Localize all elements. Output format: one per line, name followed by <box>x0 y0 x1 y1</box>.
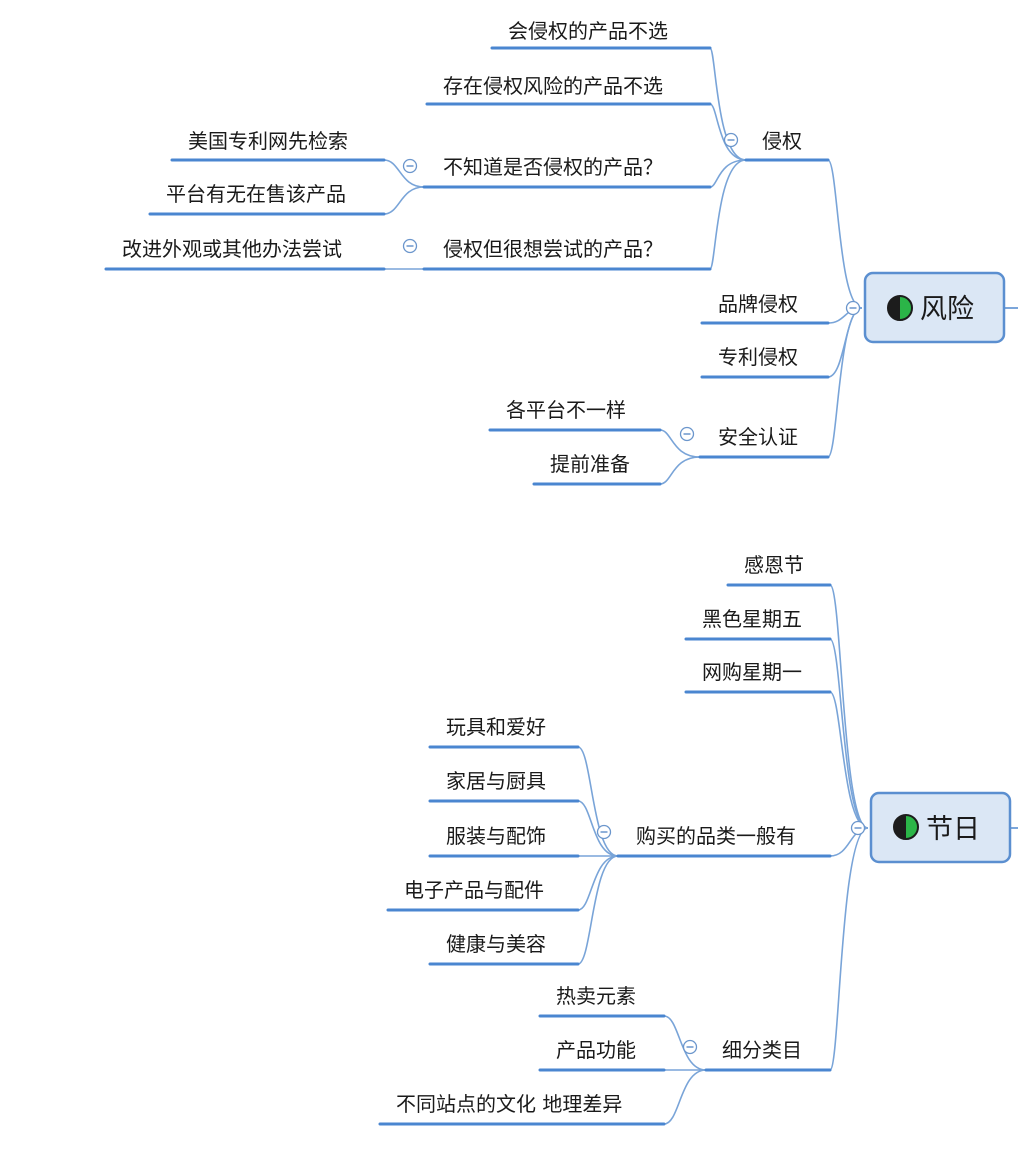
root-label: 风险 <box>920 294 974 325</box>
branch-node-infringement[interactable]: 侵权 <box>744 129 830 162</box>
root-node-risk[interactable]: 风险 <box>863 271 1018 344</box>
node-label: 感恩节 <box>744 553 804 577</box>
root-node-holiday[interactable]: 节日 <box>869 791 1018 864</box>
leaf-node[interactable]: 家居与厨具 <box>428 769 580 803</box>
leaf-node[interactable]: 品牌侵权 <box>700 292 830 325</box>
node-label: 提前准备 <box>550 452 630 476</box>
branch-node[interactable]: 不知道是否侵权的产品？ <box>422 155 712 189</box>
leaf-node[interactable]: 网购星期一 <box>684 660 832 694</box>
leaf-node[interactable]: 健康与美容 <box>428 932 580 966</box>
collapse-toggle-icon[interactable] <box>402 238 418 254</box>
node-label: 网购星期一 <box>702 660 802 684</box>
leaf-node[interactable]: 改进外观或其他办法尝试 <box>104 237 386 271</box>
leaf-node[interactable]: 服装与配饰 <box>428 824 580 858</box>
node-label: 细分类目 <box>722 1038 802 1062</box>
collapse-toggle-icon[interactable] <box>596 824 612 840</box>
node-label: 产品功能 <box>556 1038 636 1062</box>
node-label: 侵权但很想尝试的产品？ <box>443 237 663 261</box>
collapse-toggle-icon[interactable] <box>850 820 866 836</box>
node-label: 改进外观或其他办法尝试 <box>122 237 342 261</box>
node-label: 安全认证 <box>718 425 798 449</box>
progress-pie-icon <box>887 295 913 321</box>
collapse-toggle-icon[interactable] <box>845 300 861 316</box>
collapse-toggle-icon[interactable] <box>723 132 739 148</box>
node-label: 黑色星期五 <box>702 607 802 631</box>
leaf-node[interactable]: 热卖元素 <box>538 984 666 1018</box>
node-label: 品牌侵权 <box>718 292 798 316</box>
leaf-node[interactable]: 专利侵权 <box>700 345 830 379</box>
node-label: 服装与配饰 <box>446 824 546 848</box>
leaf-node[interactable]: 各平台不一样 <box>488 398 662 432</box>
branch-node-safety-cert[interactable]: 安全认证 <box>698 425 830 459</box>
node-label: 侵权 <box>762 129 802 153</box>
node-label: 专利侵权 <box>718 345 798 369</box>
leaf-node[interactable]: 玩具和爱好 <box>428 715 580 749</box>
leaf-node[interactable]: 美国专利网先检索 <box>170 129 386 162</box>
leaf-node[interactable]: 会侵权的产品不选 <box>490 19 712 50</box>
leaf-node[interactable]: 黑色星期五 <box>684 607 832 641</box>
connectors <box>383 47 869 1125</box>
leaf-node[interactable]: 不同站点的文化 地理差异 <box>378 1092 666 1126</box>
node-label: 健康与美容 <box>446 932 546 956</box>
node-label: 电子产品与配件 <box>404 878 544 902</box>
branch-node-categories[interactable]: 购买的品类一般有 <box>616 824 832 858</box>
collapse-toggle-icon[interactable] <box>402 158 418 174</box>
leaf-node[interactable]: 提前准备 <box>532 452 662 486</box>
branch-node-subcategories[interactable]: 细分类目 <box>704 1038 832 1072</box>
node-label: 购买的品类一般有 <box>636 824 796 848</box>
leaf-node[interactable]: 电子产品与配件 <box>386 878 580 912</box>
node-label: 家居与厨具 <box>446 769 546 793</box>
node-label: 平台有无在售该产品 <box>166 182 346 206</box>
leaf-node[interactable]: 产品功能 <box>538 1038 666 1072</box>
leaf-node[interactable]: 感恩节 <box>726 553 832 587</box>
leaf-node[interactable]: 平台有无在售该产品 <box>148 182 386 216</box>
node-label: 玩具和爱好 <box>446 715 546 739</box>
branch-node[interactable]: 侵权但很想尝试的产品？ <box>422 237 712 271</box>
node-label: 美国专利网先检索 <box>188 129 348 153</box>
root-label: 节日 <box>926 814 980 845</box>
node-label: 不同站点的文化 地理差异 <box>396 1092 622 1116</box>
node-label: 会侵权的产品不选 <box>508 19 668 43</box>
progress-pie-icon <box>893 814 919 840</box>
collapse-toggle-icon[interactable] <box>679 426 695 442</box>
node-label: 不知道是否侵权的产品？ <box>443 155 663 179</box>
node-label: 热卖元素 <box>556 984 636 1008</box>
collapse-toggle-icon[interactable] <box>682 1039 698 1055</box>
node-label: 各平台不一样 <box>506 398 626 422</box>
node-label: 存在侵权风险的产品不选 <box>443 74 663 98</box>
leaf-node[interactable]: 存在侵权风险的产品不选 <box>425 74 712 106</box>
